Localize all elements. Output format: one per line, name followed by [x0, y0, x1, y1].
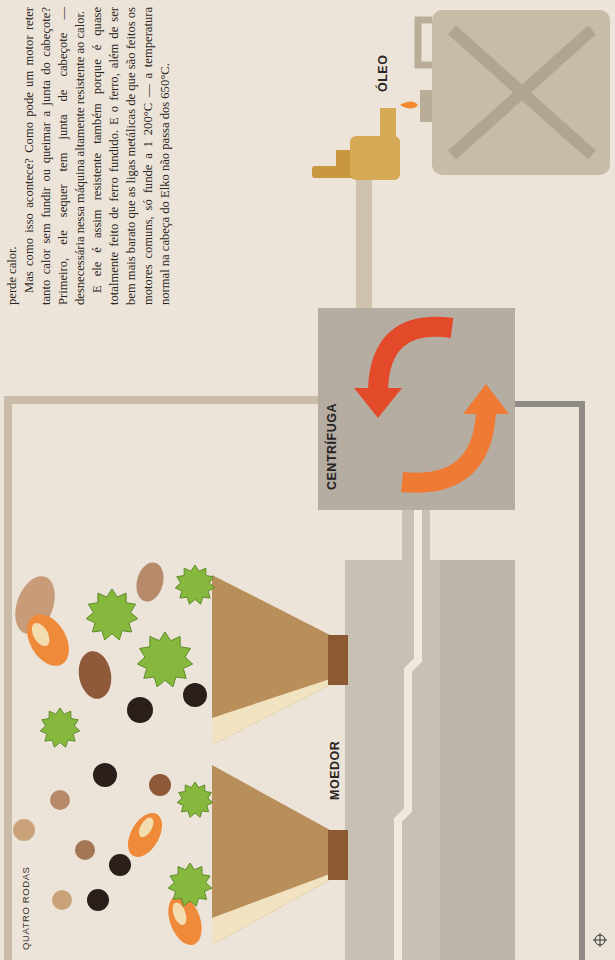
grinder-funnel: [212, 765, 330, 945]
nut: [183, 683, 207, 707]
nut: [75, 649, 115, 702]
conveyor-block: [345, 560, 515, 960]
tap-body: [350, 136, 400, 180]
process-box: CENTRÍFUGA: [318, 308, 515, 510]
nut: [121, 807, 169, 863]
article-text: perde calor.Mas como isso acontece? Como…: [4, 7, 174, 305]
residue-pipe: [515, 404, 582, 960]
chestnut-burr: [40, 708, 80, 747]
machine-label: MOEDOR: [328, 741, 342, 800]
nut: [127, 697, 153, 723]
nut: [18, 607, 77, 673]
conveyor-lower: [440, 560, 515, 960]
nut: [13, 819, 35, 841]
box-title: CENTRÍFUGA: [318, 403, 339, 510]
oil-can: [432, 10, 610, 175]
nut: [149, 774, 171, 796]
tap-spout: [380, 108, 396, 140]
registration-cross: [593, 933, 607, 947]
can-opening: [420, 90, 434, 122]
oil-drop: [400, 102, 418, 109]
grinder-neck: [328, 635, 348, 685]
rotation-arrow: [378, 327, 452, 390]
nut: [132, 559, 167, 604]
chestnut-burr: [175, 565, 215, 604]
chestnut-burr: [86, 589, 137, 640]
grinder-funnel: [212, 575, 330, 745]
funnel-highlight: [212, 679, 330, 745]
can-x-ribs: [452, 30, 592, 155]
paragraph: E ele é assim resistente também porque é…: [89, 7, 174, 305]
rotation-arrow: [402, 412, 486, 483]
chestnut-burr: [137, 632, 192, 687]
chestnut-burr: [168, 863, 212, 906]
rotation-arrows: [318, 308, 515, 510]
nut: [109, 854, 131, 876]
nut: [87, 889, 109, 911]
nut: [50, 790, 70, 810]
arrow-head: [463, 384, 509, 414]
running-head: QUATRO RODAS: [20, 866, 31, 950]
nut-highlight: [136, 815, 156, 839]
nut: [75, 840, 95, 860]
chestnut-burr: [177, 782, 213, 817]
oil-pipe: [356, 176, 372, 308]
arrow-head: [354, 388, 402, 418]
funnel-highlight: [212, 874, 330, 945]
nut-highlight: [28, 620, 53, 649]
product-label: ÓLEO: [376, 55, 390, 92]
paragraph: Mas como isso acontece? Como pode um mot…: [21, 7, 89, 305]
grinder-neck: [328, 830, 348, 880]
paste-channel: [398, 508, 418, 960]
nut: [93, 763, 117, 787]
registration-mark: [593, 933, 607, 947]
paragraph-end: perde calor.: [4, 7, 21, 305]
nuts-and-seeds: [8, 559, 215, 949]
can-handle: [418, 20, 432, 65]
nut: [52, 890, 72, 910]
